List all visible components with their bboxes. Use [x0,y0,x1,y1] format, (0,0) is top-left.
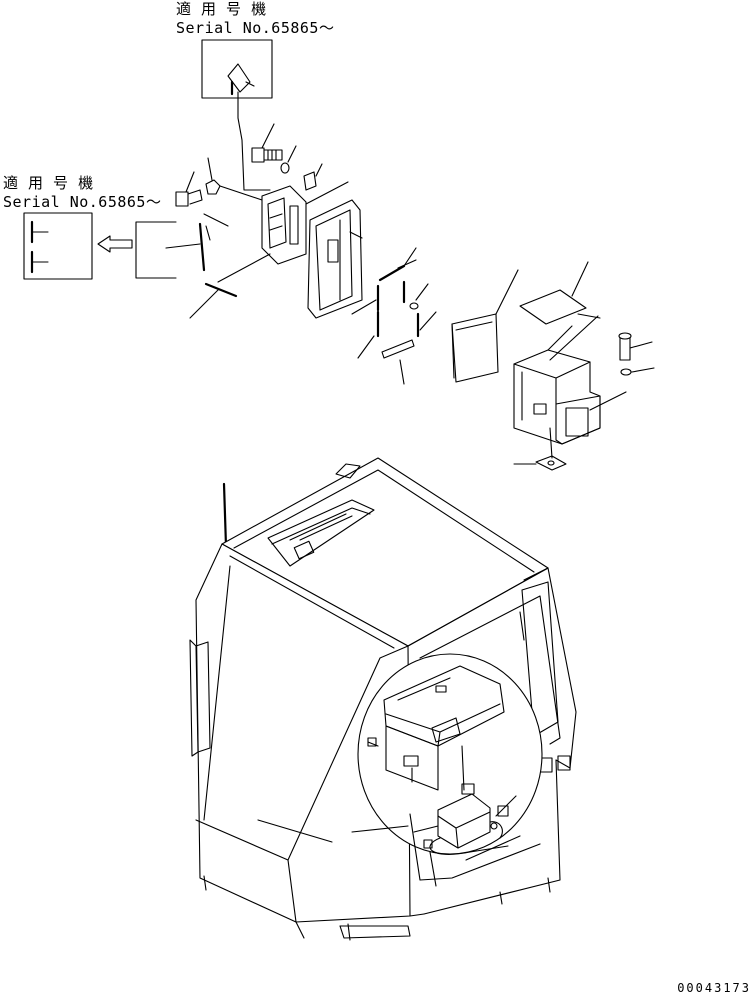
sheet-label [519,261,589,325]
nut-left [205,157,221,195]
interior-detail [351,653,543,887]
bolt-left [175,171,203,207]
cover-panel [307,199,363,319]
controller-box [513,313,627,459]
washer-upper [280,145,297,174]
applicable-machine-label: 適 用 号 機 [176,0,267,18]
gasket-plate [513,455,567,471]
applicable-machine-label: 適 用 号 機 [3,174,94,192]
serial-number-label: Serial No.65865～ [3,193,162,211]
bolt-upper [251,123,283,163]
washer-right [620,367,655,376]
strip-set [351,247,437,385]
arrow-icon [97,235,133,253]
operator-manual [451,269,519,383]
cab-body [189,457,577,941]
serial-note-top: 適 用 号 機 Serial No.65865～ [176,0,334,38]
clip [303,163,323,191]
monitor-bracket [261,181,349,265]
serial-note-left: 適 用 号 機 Serial No.65865～ [3,174,161,212]
detail-box-left [23,212,93,280]
serial-number-label: Serial No.65865～ [176,19,335,37]
detail-box-top [201,39,273,191]
bolt-right [618,332,653,361]
drawing-number: 00043173 [677,981,751,995]
